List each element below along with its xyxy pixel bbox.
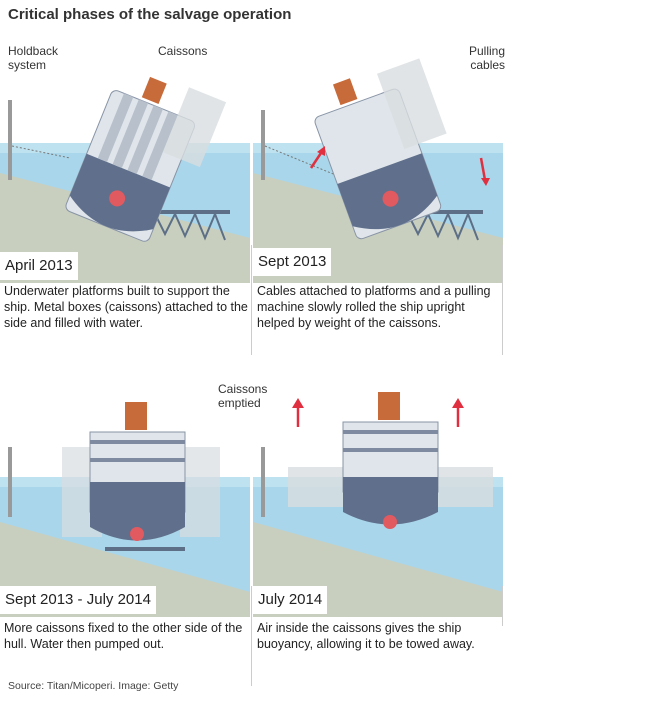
pull-arrow-left-icon — [309, 146, 325, 169]
pull-arrow-right-icon — [479, 157, 490, 186]
phase-panel-sept-2013: Pulling cables Sept 2013 — [253, 38, 506, 283]
phase-date: Sept 2013 - July 2014 — [0, 586, 156, 614]
phase-date: July 2014 — [253, 586, 328, 614]
platform-icon — [105, 547, 185, 551]
panel-divider — [502, 586, 503, 626]
panel-divider — [502, 245, 503, 355]
scene-sept-2013-july-2014 — [0, 402, 250, 617]
scene-sept-2013 — [253, 58, 503, 283]
holdback-callout: Holdback system — [8, 44, 59, 72]
ship-floating-icon — [342, 392, 439, 529]
phase-description: Underwater platforms built to support th… — [4, 284, 248, 330]
scene-july-2014 — [253, 392, 503, 617]
caissons-emptied-callout: Caissons emptied — [218, 382, 268, 410]
phase-description: More caissons fixed to the other side of… — [4, 621, 243, 651]
page-title: Critical phases of the salvage operation — [8, 6, 292, 23]
phase-description: Air inside the caissons gives the ship b… — [257, 621, 475, 651]
phase-description: Cables attached to platforms and a pulli… — [257, 284, 491, 330]
phase-panel-april-2013: Holdback system Caissons April 2013 — [0, 38, 250, 283]
phase-date: April 2013 — [0, 252, 78, 280]
platform-icon — [403, 210, 483, 241]
panel-divider — [251, 586, 252, 686]
phase-date: Sept 2013 — [253, 248, 332, 276]
caissons-callout: Caissons — [158, 44, 208, 58]
caisson-icon — [288, 467, 493, 507]
scene-april-2013 — [0, 76, 250, 283]
phase-panel-july-2014: July 2014 — [253, 372, 503, 617]
pulling-cables-callout: Pulling cables — [469, 44, 506, 72]
ship-righting-icon — [314, 58, 447, 240]
ship-tilted-icon — [65, 76, 227, 242]
platform-icon — [150, 210, 230, 241]
ship-upright-icon — [89, 402, 186, 541]
phase-panel-sept-2013-july-2014: Caissons emptied Sept 2013 - July 2014 — [0, 372, 268, 617]
up-arrow-left-icon — [292, 398, 304, 427]
panel-divider — [251, 245, 252, 355]
source-credit: Source: Titan/Micoperi. Image: Getty — [8, 680, 179, 692]
up-arrow-right-icon — [452, 398, 464, 427]
